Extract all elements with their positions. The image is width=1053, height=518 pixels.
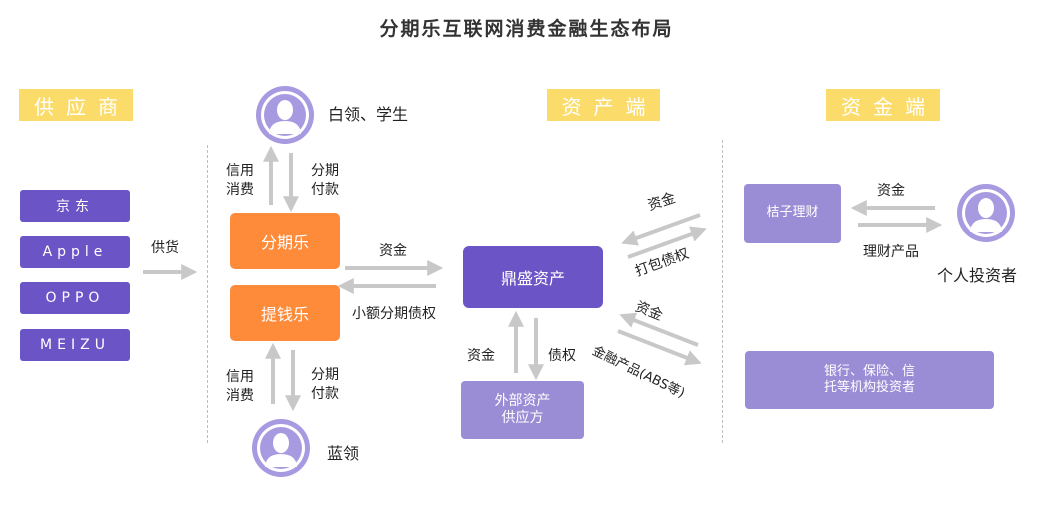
diagram-title: 分期乐互联网消费金融生态布局 bbox=[379, 18, 674, 40]
blue-collar-avatar bbox=[252, 419, 310, 477]
box-juzi: 桔子理财 bbox=[744, 184, 841, 243]
white-collar-avatar bbox=[256, 86, 314, 144]
person-icon bbox=[261, 91, 309, 139]
supplier-oppo: OPPO bbox=[20, 282, 130, 314]
box-fenqile: 分期乐 bbox=[230, 213, 340, 269]
investor-avatar bbox=[957, 184, 1015, 242]
label-credit-consume-top: 信用 消费 bbox=[226, 163, 254, 198]
box-external-supplier: 外部资产 供应方 bbox=[461, 381, 584, 439]
label-blue-collar: 蓝领 bbox=[327, 444, 360, 463]
arrow-packaged-claim bbox=[627, 226, 707, 259]
label-small-installment-claim: 小额分期债权 bbox=[352, 306, 436, 322]
label-capital-2: 资金 bbox=[467, 348, 495, 364]
label-individual-investor: 个人投资者 bbox=[937, 266, 1018, 285]
label-wealth-products: 理财产品 bbox=[863, 244, 919, 260]
supplier-apple: Apple bbox=[20, 236, 130, 268]
supplier-meizu: MEIZU bbox=[20, 329, 130, 361]
box-institutions: 银行、保险、信 托等机构投资者 bbox=[745, 351, 994, 409]
label-capital-1: 资金 bbox=[379, 243, 407, 259]
arrow-financial-products bbox=[617, 329, 702, 366]
arrow-capital-4 bbox=[619, 312, 699, 347]
label-installment-pay-bottom: 分期 付款 bbox=[311, 367, 339, 402]
box-dingsheng: 鼎盛资产 bbox=[463, 246, 603, 308]
divider-right bbox=[722, 140, 723, 443]
label-credit-consume-bottom: 信用 消费 bbox=[226, 369, 254, 404]
person-icon bbox=[962, 189, 1010, 237]
section-capital: 资金端 bbox=[826, 89, 940, 121]
box-tiqianle: 提钱乐 bbox=[230, 285, 340, 341]
arrow-capital-3 bbox=[621, 213, 701, 246]
label-claim: 债权 bbox=[548, 348, 576, 364]
person-icon bbox=[257, 424, 305, 472]
label-installment-pay-top: 分期 付款 bbox=[311, 163, 339, 198]
label-white-collar: 白领、学生 bbox=[328, 105, 409, 124]
section-supplier: 供应商 bbox=[19, 89, 133, 121]
label-supply: 供货 bbox=[151, 240, 179, 256]
divider-left bbox=[207, 145, 208, 443]
section-asset: 资产端 bbox=[547, 89, 660, 121]
label-capital-5: 资金 bbox=[877, 183, 905, 199]
supplier-jd: 京东 bbox=[20, 190, 130, 222]
